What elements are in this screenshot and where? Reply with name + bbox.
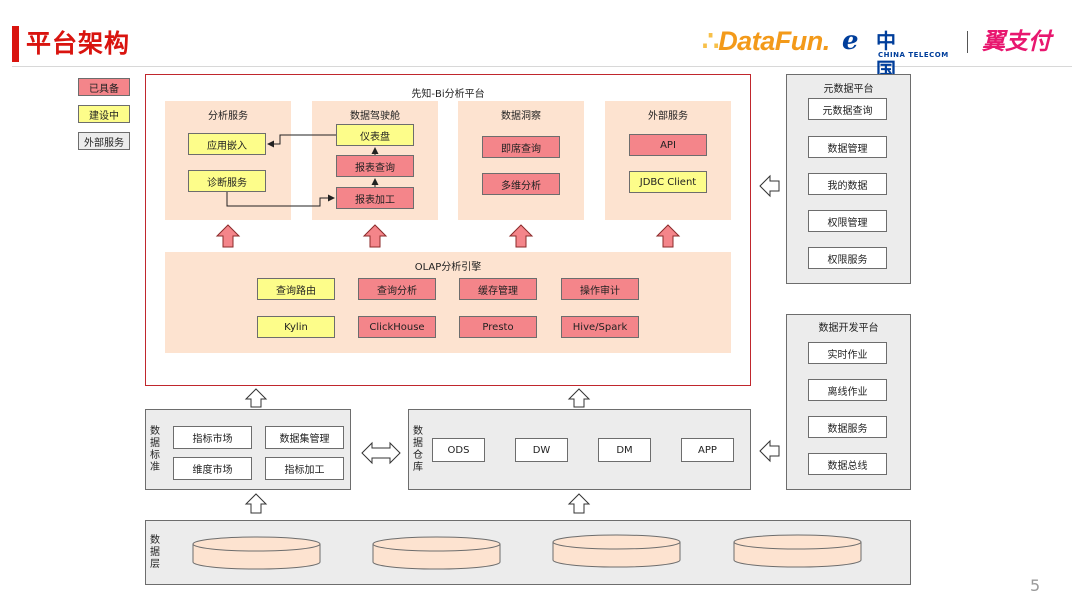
adhoc-query-box: 即席查询: [482, 136, 560, 158]
data-service-box: 数据服务: [808, 416, 887, 438]
data-layer-label: 数据层: [150, 535, 160, 570]
metadata-platform-title: 元数据平台: [823, 84, 874, 95]
user-behavior-data-label: 用户行为数据: [406, 557, 467, 568]
legend-existing: 已具备: [78, 78, 130, 96]
kylin-box: Kylin: [257, 316, 335, 338]
multidim-analysis-box: 多维分析: [482, 173, 560, 195]
app-box: APP: [681, 438, 734, 462]
olap-engine-title: OLAP分析引擎: [414, 262, 482, 273]
header-divider: [12, 66, 1072, 67]
data-insight-title: 数据洞察: [501, 111, 541, 122]
dimension-market-box: 维度市场: [173, 457, 252, 480]
data-insight-panel: [458, 101, 584, 220]
title-accent-bar: [12, 26, 19, 62]
metadata-query-box: 元数据查询: [808, 98, 887, 120]
api-box: API: [629, 134, 707, 156]
china-telecom-mark-icon: ℯ: [842, 26, 859, 56]
my-data-box: 我的数据: [808, 173, 887, 195]
query-analysis-box: 查询分析: [358, 278, 436, 300]
ods-box: ODS: [432, 438, 485, 462]
bestpay-logo: 翼支付: [982, 29, 1051, 55]
data-cockpit-title: 数据驾驶舱: [350, 111, 400, 122]
permission-management-box: 权限管理: [808, 210, 887, 232]
metric-processing-box: 指标加工: [265, 457, 344, 480]
permission-service-box: 权限服务: [808, 247, 887, 269]
metric-market-box: 指标市场: [173, 426, 252, 449]
diagnosis-service-box: 诊断服务: [188, 170, 266, 192]
datafun-logo: ∴DataFun.: [702, 26, 830, 56]
hive-spark-box: Hive/Spark: [561, 316, 639, 338]
legend-external: 外部服务: [78, 132, 130, 150]
data-bus-box: 数据总线: [808, 453, 887, 475]
app-embed-box: 应用嵌入: [188, 133, 266, 155]
operation-audit-box: 操作审计: [561, 278, 639, 300]
page-number: 5: [1030, 576, 1041, 595]
data-dev-platform-title: 数据开发平台: [818, 323, 879, 334]
group-zone-data-label: 集团专区数据: [586, 555, 647, 566]
data-standards-label: 数据标准: [150, 426, 160, 473]
cache-management-box: 缓存管理: [459, 278, 537, 300]
external-data-label: 外部数据: [777, 555, 818, 566]
datafun-logo-text: DataFun.: [718, 26, 830, 56]
jdbc-client-box: JDBC Client: [629, 171, 707, 193]
business-data-label: 业务数据: [236, 557, 277, 568]
bi-platform-title: 先知-Bi分析平台: [411, 89, 485, 100]
logo-separator: [967, 31, 968, 53]
realtime-job-box: 实时作业: [808, 342, 887, 364]
dataset-management-box: 数据集管理: [265, 426, 344, 449]
dm-box: DM: [598, 438, 651, 462]
analysis-services-title: 分析服务: [208, 111, 248, 122]
external-services-panel: [605, 101, 731, 220]
china-telecom-logo-en: CHINA TELECOM: [878, 51, 949, 59]
bidirectional-arrow: [361, 441, 401, 465]
side-left-arrows: [759, 174, 780, 463]
external-services-title: 外部服务: [648, 111, 688, 122]
presto-box: Presto: [459, 316, 537, 338]
report-query-box: 报表查询: [336, 155, 414, 177]
data-management-box: 数据管理: [808, 136, 887, 158]
data-warehouse-label: 数据仓库: [413, 426, 423, 473]
query-routing-box: 查询路由: [257, 278, 335, 300]
offline-job-box: 离线作业: [808, 379, 887, 401]
clickhouse-box: ClickHouse: [358, 316, 436, 338]
legend-building: 建设中: [78, 105, 130, 123]
report-processing-box: 报表加工: [336, 187, 414, 209]
page-title: 平台架构: [26, 29, 131, 58]
dw-box: DW: [515, 438, 568, 462]
dashboard-box: 仪表盘: [336, 124, 414, 146]
